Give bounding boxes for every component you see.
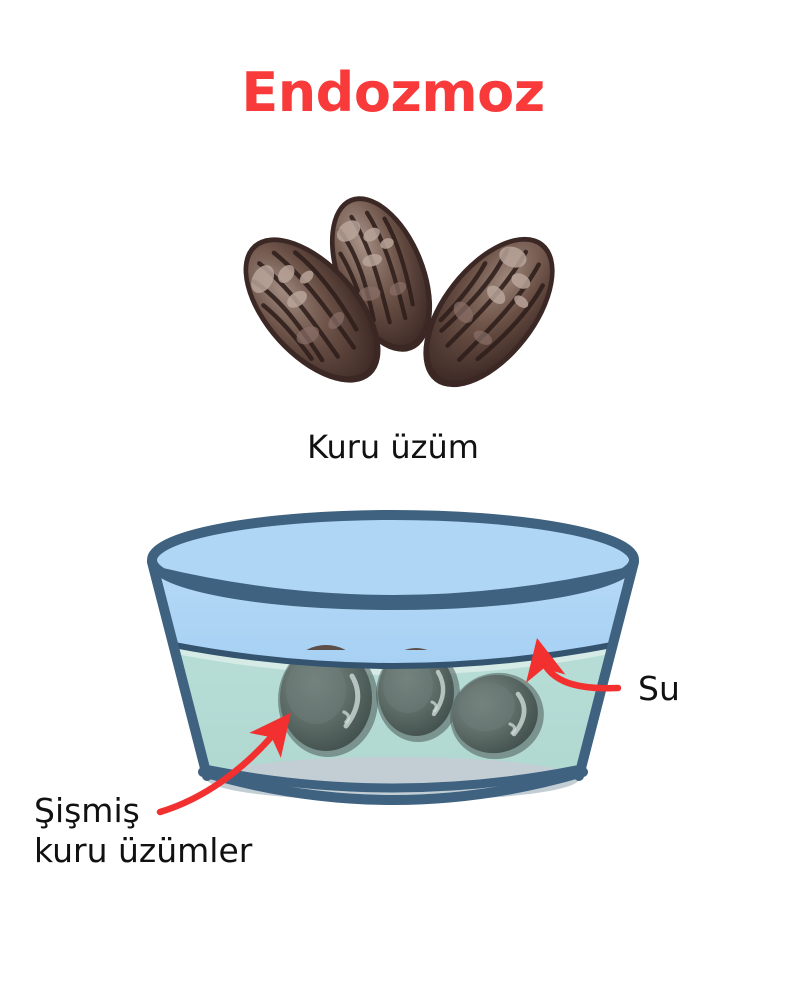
bowl-wall-right [574,557,639,781]
soaked-raisin-center [376,648,460,742]
soaked-raisins-group [278,648,544,760]
label-swollen-raisins-line1: Şişmiş [34,791,140,830]
bowl-wall-left [147,557,212,781]
label-swollen-raisins-line2: kuru üzümler [34,831,253,870]
bowl-group [147,510,639,805]
soaked-raisin-tops [306,645,428,650]
bowl-base-top-edge [205,765,581,793]
bowl-rim-outer [147,510,639,610]
bowl-rim-inner [153,567,633,605]
figure-title: Endozmoz [241,61,544,124]
soaked-raisin-right [450,672,544,760]
dry-raisin-left [243,237,381,383]
label-dry-raisins: Kuru üzüm [307,428,479,466]
water-surface-band [174,644,612,675]
dry-raisins-group [243,196,555,388]
arrow-to-water-surface [526,638,622,692]
arrow-to-swollen-raisin [156,712,291,816]
dry-raisin-right [423,236,555,388]
soaked-raisin-left [278,648,378,757]
bowl-base-bottom-edge [198,767,588,805]
label-water: Su [638,669,680,708]
